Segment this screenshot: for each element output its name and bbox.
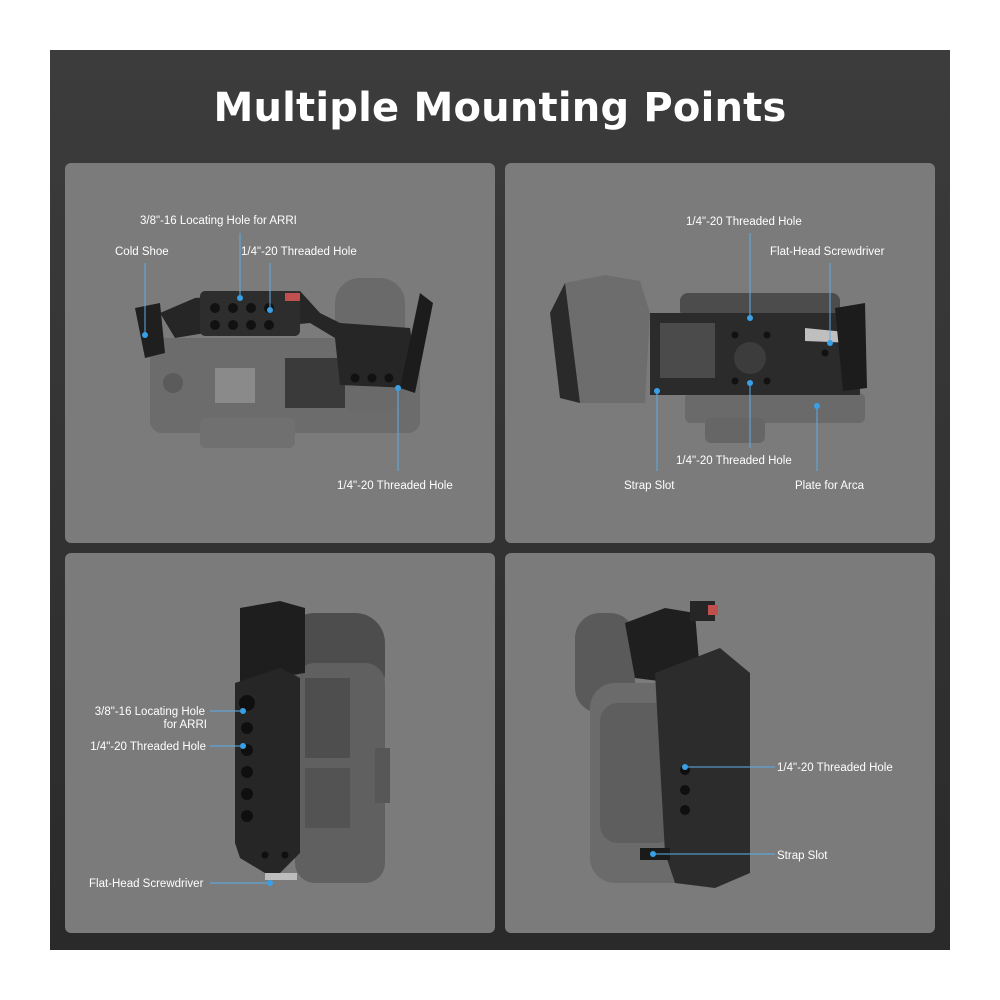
label-locating-hole-arri-line2: for ARRI [163, 719, 207, 731]
label-locating-hole-arri: 3/8"-16 Locating Hole for ARRI [140, 215, 297, 227]
cage-grip-side-image [575, 601, 775, 888]
cage-top-view-image [135, 233, 433, 471]
panel-left-side-view: 3/8"-16 Locating Hole for ARRI 1/4"-20 T… [65, 553, 495, 933]
label-threaded-hole: 1/4"-20 Threaded Hole [777, 762, 893, 774]
panel-right-side-view: 1/4"-20 Threaded Hole Strap Slot [505, 553, 935, 933]
label-threaded-hole-side: 1/4"-20 Threaded Hole [337, 480, 453, 492]
page-title: Multiple Mounting Points [213, 85, 787, 131]
cage-left-side-image [210, 601, 390, 886]
cage-bottom-view-image [550, 233, 867, 471]
label-threaded-hole-bottom: 1/4"-20 Threaded Hole [676, 455, 792, 467]
label-cold-shoe: Cold Shoe [115, 246, 169, 258]
label-flat-head-screwdriver: Flat-Head Screwdriver [770, 246, 885, 258]
label-strap-slot: Strap Slot [777, 850, 828, 862]
label-locating-hole-arri-line1: 3/8"-16 Locating Hole [94, 706, 205, 718]
label-threaded-hole-top: 1/4"-20 Threaded Hole [686, 216, 802, 228]
label-flat-head-screwdriver: Flat-Head Screwdriver [89, 878, 204, 890]
label-strap-slot: Strap Slot [624, 480, 675, 492]
panel-bottom-view: 1/4"-20 Threaded Hole Flat-Head Screwdri… [505, 163, 935, 543]
label-threaded-hole-top: 1/4"-20 Threaded Hole [241, 246, 357, 258]
panel-top-view: 3/8"-16 Locating Hole for ARRI Cold Shoe… [65, 163, 495, 543]
label-threaded-hole: 1/4"-20 Threaded Hole [90, 741, 206, 753]
label-plate-for-arca: Plate for Arca [795, 480, 865, 492]
